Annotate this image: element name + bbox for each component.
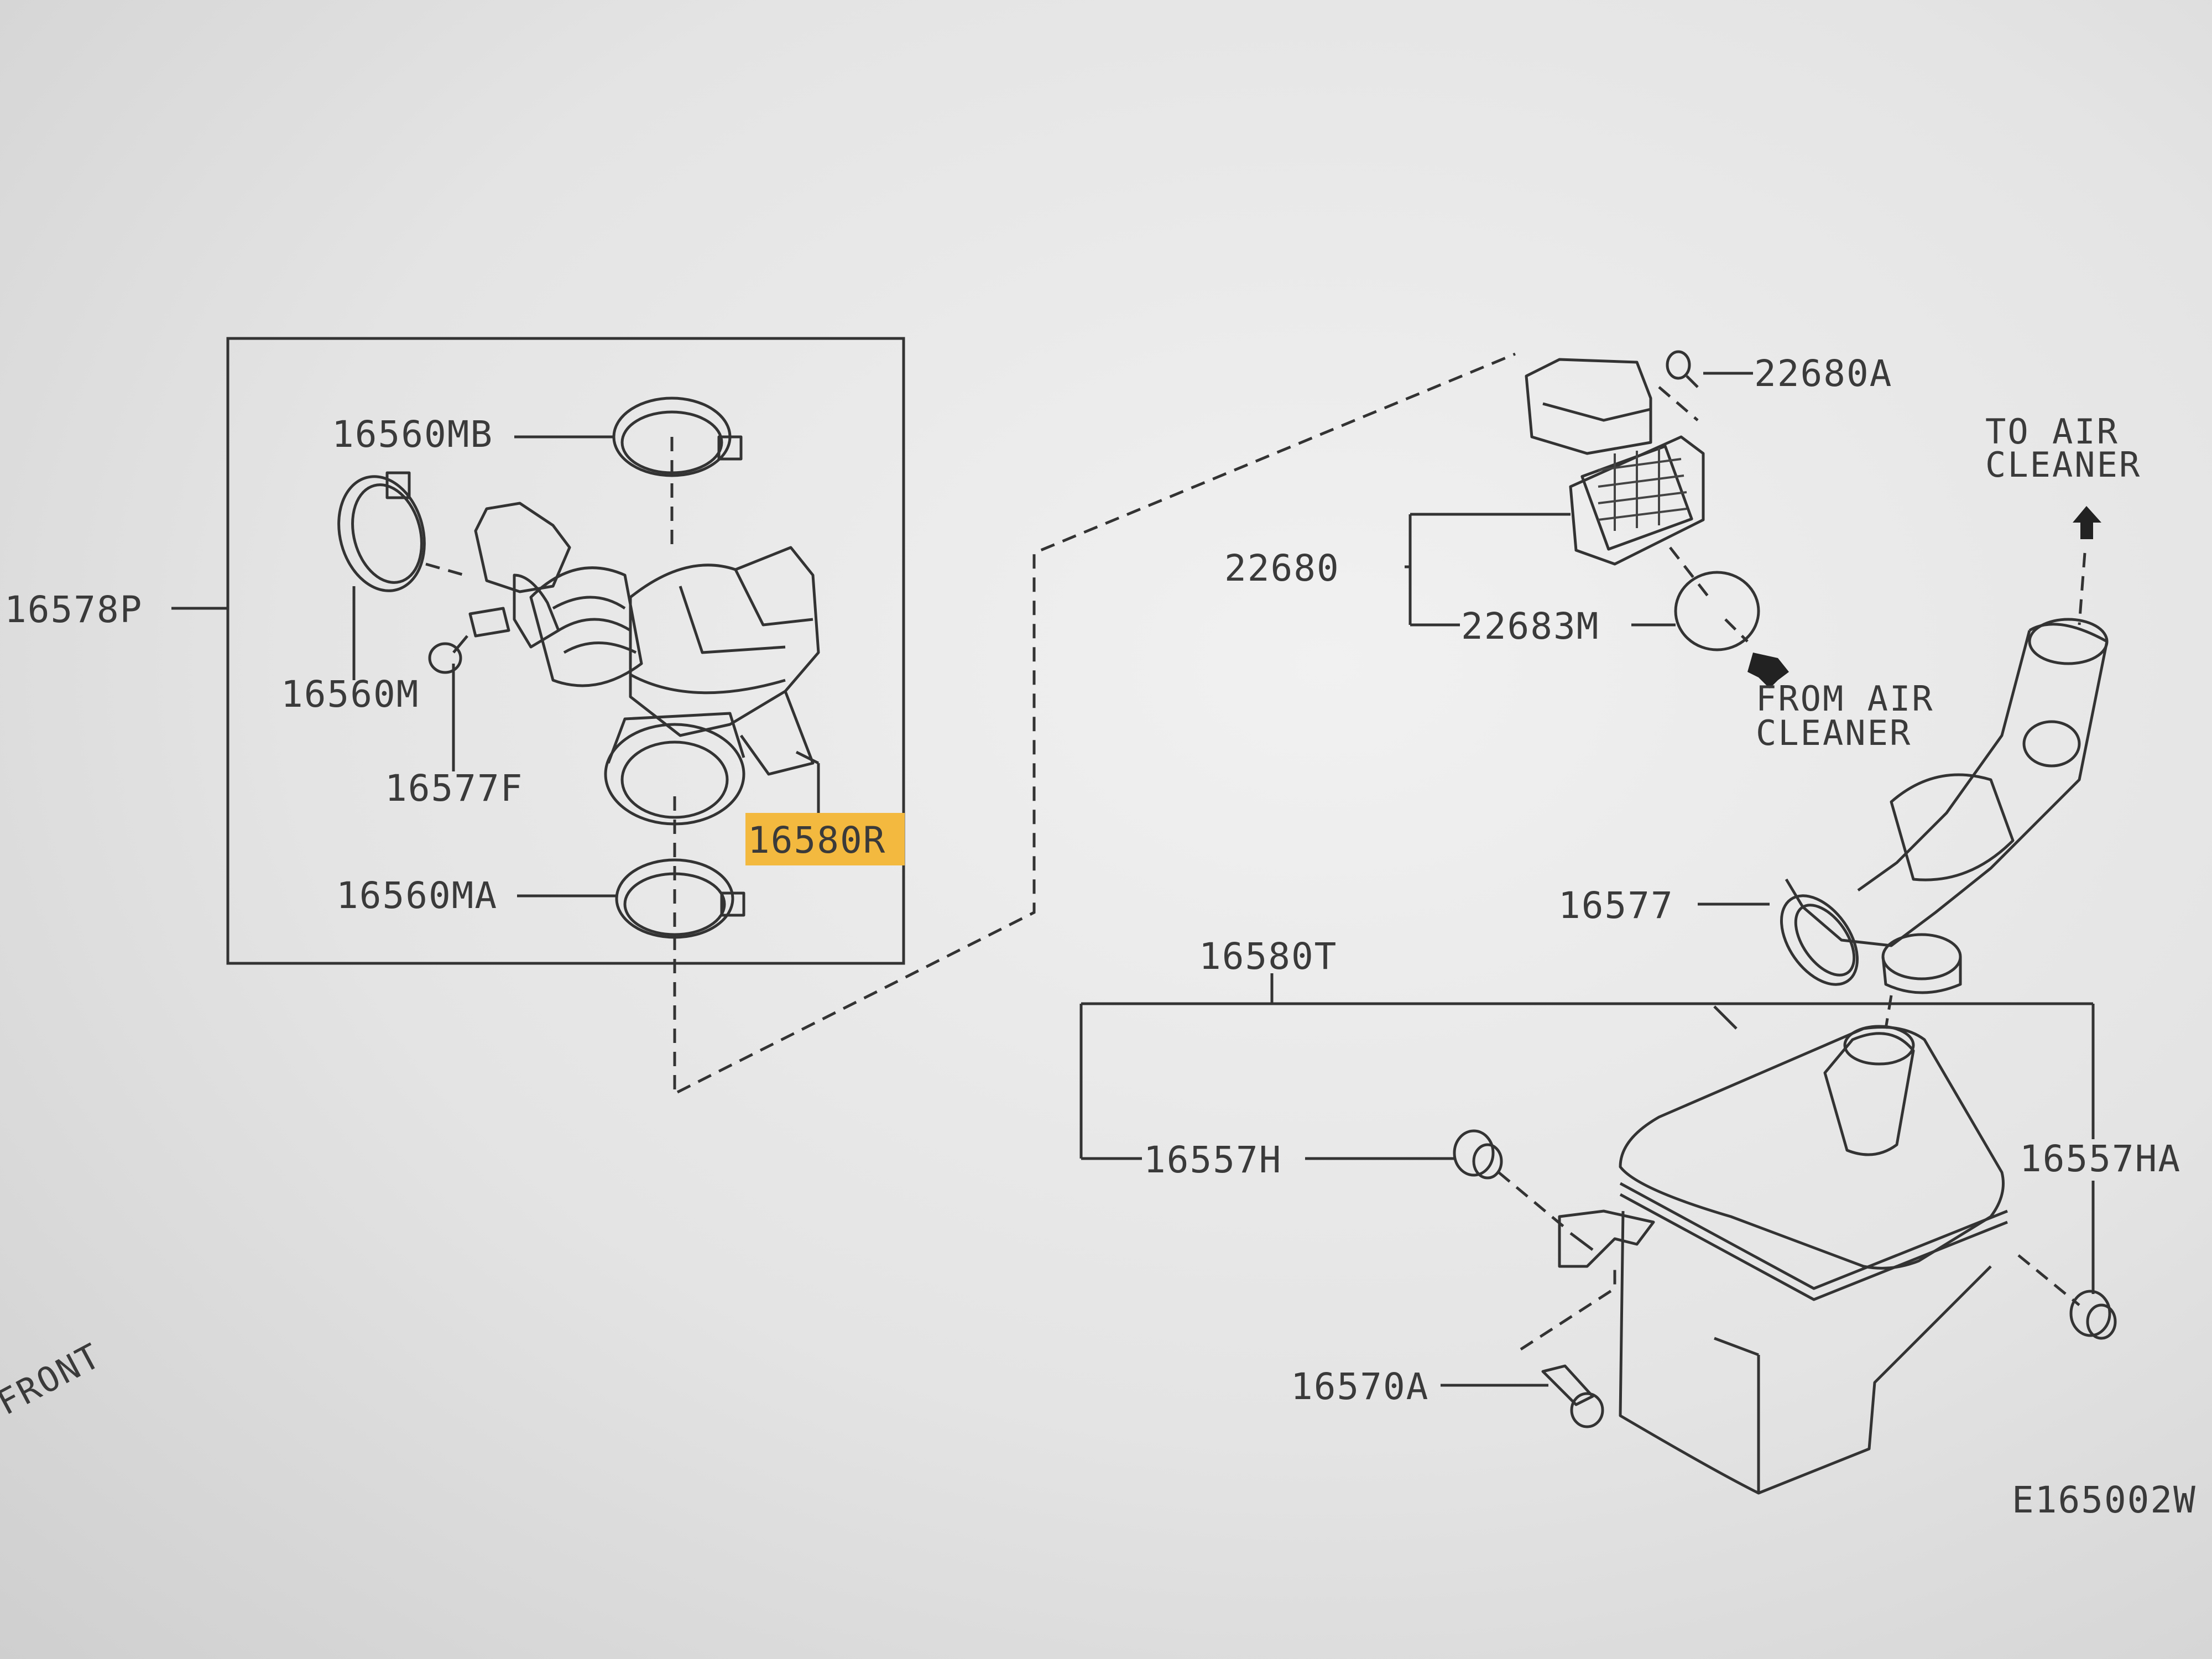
clamp-16560m (337, 471, 465, 592)
label-16560m: 16560M (281, 673, 419, 716)
leaders-right-lower (1079, 902, 2095, 1387)
bracket-resonator (1558, 1209, 1655, 1268)
note-to-air-line1: TO AIR (1985, 411, 2119, 452)
to-air-cleaner-dash (2078, 552, 2086, 625)
clamp-16560ma (615, 796, 745, 1092)
inset-connector-dashes (676, 352, 1516, 1094)
label-16577: 16577 (1558, 884, 1674, 927)
label-16580r: 16580R (748, 819, 886, 862)
leaders-right-upper (1405, 372, 1753, 627)
to-air-cleaner-arrow (2073, 506, 2101, 539)
gasket-22683m (1669, 546, 1760, 651)
leaders-left (171, 435, 820, 898)
label-16570a: 16570A (1291, 1365, 1429, 1408)
label-16578p: 16578P (4, 588, 143, 631)
diagram-id: E165002W (2012, 1479, 2197, 1521)
from-air-cleaner-arrow (1747, 653, 1789, 688)
note-from-air-line1: FROM AIR (1756, 679, 1934, 719)
note-front: FRONT (0, 1335, 108, 1423)
air-duct-16580r (474, 502, 820, 826)
note-from-air-line2: CLEANER (1756, 713, 1912, 753)
label-22680a: 22680A (1754, 352, 1892, 395)
highlight-16580r (745, 813, 905, 865)
maf-sensor-22680 (1525, 358, 1705, 566)
resonator-16580t (1619, 995, 2008, 1495)
label-22683m: 22683M (1461, 605, 1599, 648)
clamp-16560mb (612, 397, 743, 553)
label-16580t: 16580T (1199, 935, 1337, 978)
screw-16577f (428, 607, 510, 674)
grommet-16557ha (2017, 1254, 2117, 1340)
note-to-air-line2: CLEANER (1985, 445, 2141, 485)
label-16577f: 16577F (385, 767, 523, 810)
label-16557h: 16557H (1144, 1139, 1282, 1181)
label-22680: 22680 (1224, 547, 1340, 589)
air-duct-16577 (1780, 618, 2109, 994)
label-16557ha: 16557HA (2020, 1138, 2181, 1180)
grommet-16557h (1453, 1129, 1566, 1229)
inset-box (226, 337, 905, 965)
bolt-16570a (1520, 1266, 1616, 1428)
label-16560mb: 16560MB (332, 413, 493, 456)
screw-22680a (1658, 350, 1699, 421)
label-16560ma: 16560MA (336, 874, 498, 917)
